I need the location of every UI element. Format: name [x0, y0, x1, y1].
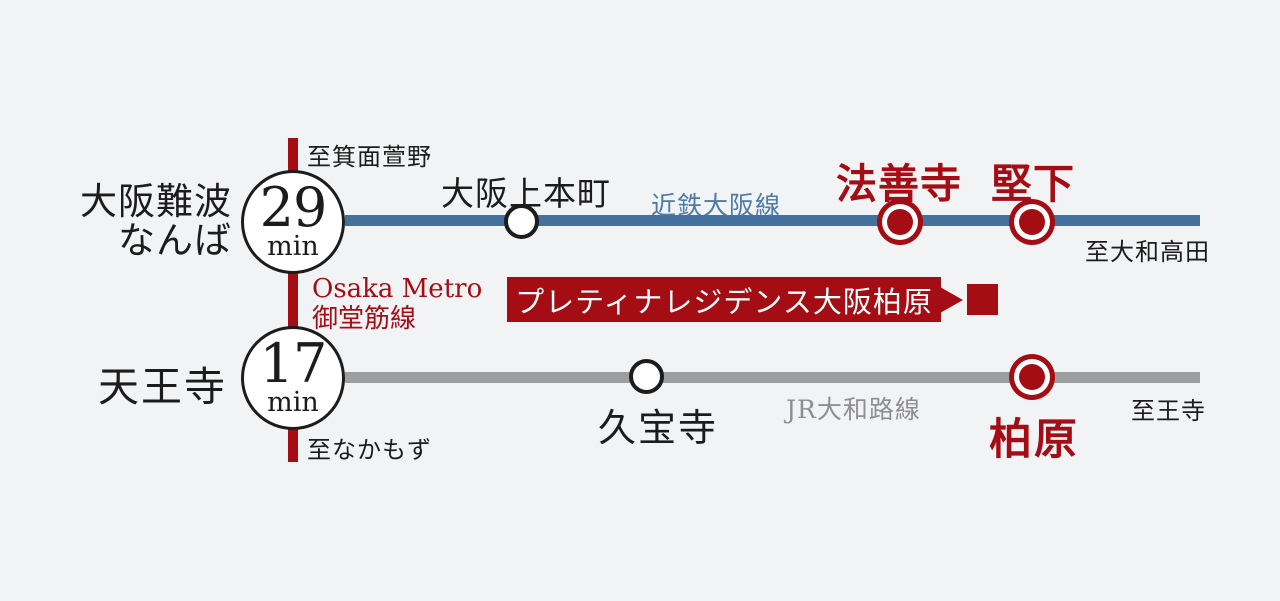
station-marker-kashiwara — [1019, 364, 1045, 390]
property-banner-label: プレティナレジデンス大阪柏原 — [515, 284, 933, 319]
midosuji-line-label-en: Osaka Metro — [312, 274, 483, 304]
origin-station-namba-line1: 大阪難波 — [80, 180, 232, 223]
station-marker-hozenji — [887, 209, 913, 235]
midosuji-line-label-jp: 御堂筋線 — [312, 304, 417, 334]
station-marker-osaka-uehommachi — [504, 204, 539, 239]
midosuji-line-segment-south — [288, 428, 298, 462]
midosuji-line-label: Osaka Metro 御堂筋線 — [312, 274, 482, 334]
travel-time-unit: min — [267, 386, 319, 418]
direction-label-oji: 至王寺 — [1131, 397, 1206, 425]
station-label-kashiwara: 柏原 — [989, 415, 1079, 465]
midosuji-line-segment-north — [288, 138, 298, 175]
property-banner-arrow-icon — [940, 287, 963, 313]
travel-time-unit: min — [267, 230, 319, 262]
direction-label-nakamozu: 至なかもず — [307, 436, 432, 464]
station-label-katashimo: 堅下 — [991, 160, 1075, 208]
property-banner: プレティナレジデンス大阪柏原 — [507, 277, 941, 322]
kintetsu-line-label: 近鉄大阪線 — [651, 191, 782, 220]
travel-time-value: 17 — [259, 331, 328, 395]
property-location-square — [967, 284, 998, 315]
origin-station-tennoji: 天王寺 — [98, 363, 227, 411]
jr-yamatoji-line — [345, 372, 1200, 383]
origin-station-namba: 大阪難波 なんば — [45, 182, 232, 260]
station-label-kyuhoji: 久宝寺 — [598, 406, 719, 450]
kintetsu-osaka-line — [345, 215, 1200, 226]
travel-time-badge-17min: 17 min — [241, 326, 345, 430]
station-marker-kyuhoji — [629, 359, 664, 394]
direction-label-yamato-takada: 至大和高田 — [1085, 238, 1210, 266]
travel-time-value: 29 — [259, 175, 328, 239]
direction-label-minoh-kayano: 至箕面萱野 — [307, 143, 432, 171]
station-label-hozenji: 法善寺 — [836, 160, 962, 208]
midosuji-line-segment-middle — [288, 270, 298, 330]
travel-time-badge-29min: 29 min — [241, 170, 345, 274]
station-marker-katashimo — [1019, 209, 1045, 235]
origin-station-namba-line2: なんば — [118, 219, 232, 262]
jr-line-label: JR大和路線 — [786, 395, 921, 424]
